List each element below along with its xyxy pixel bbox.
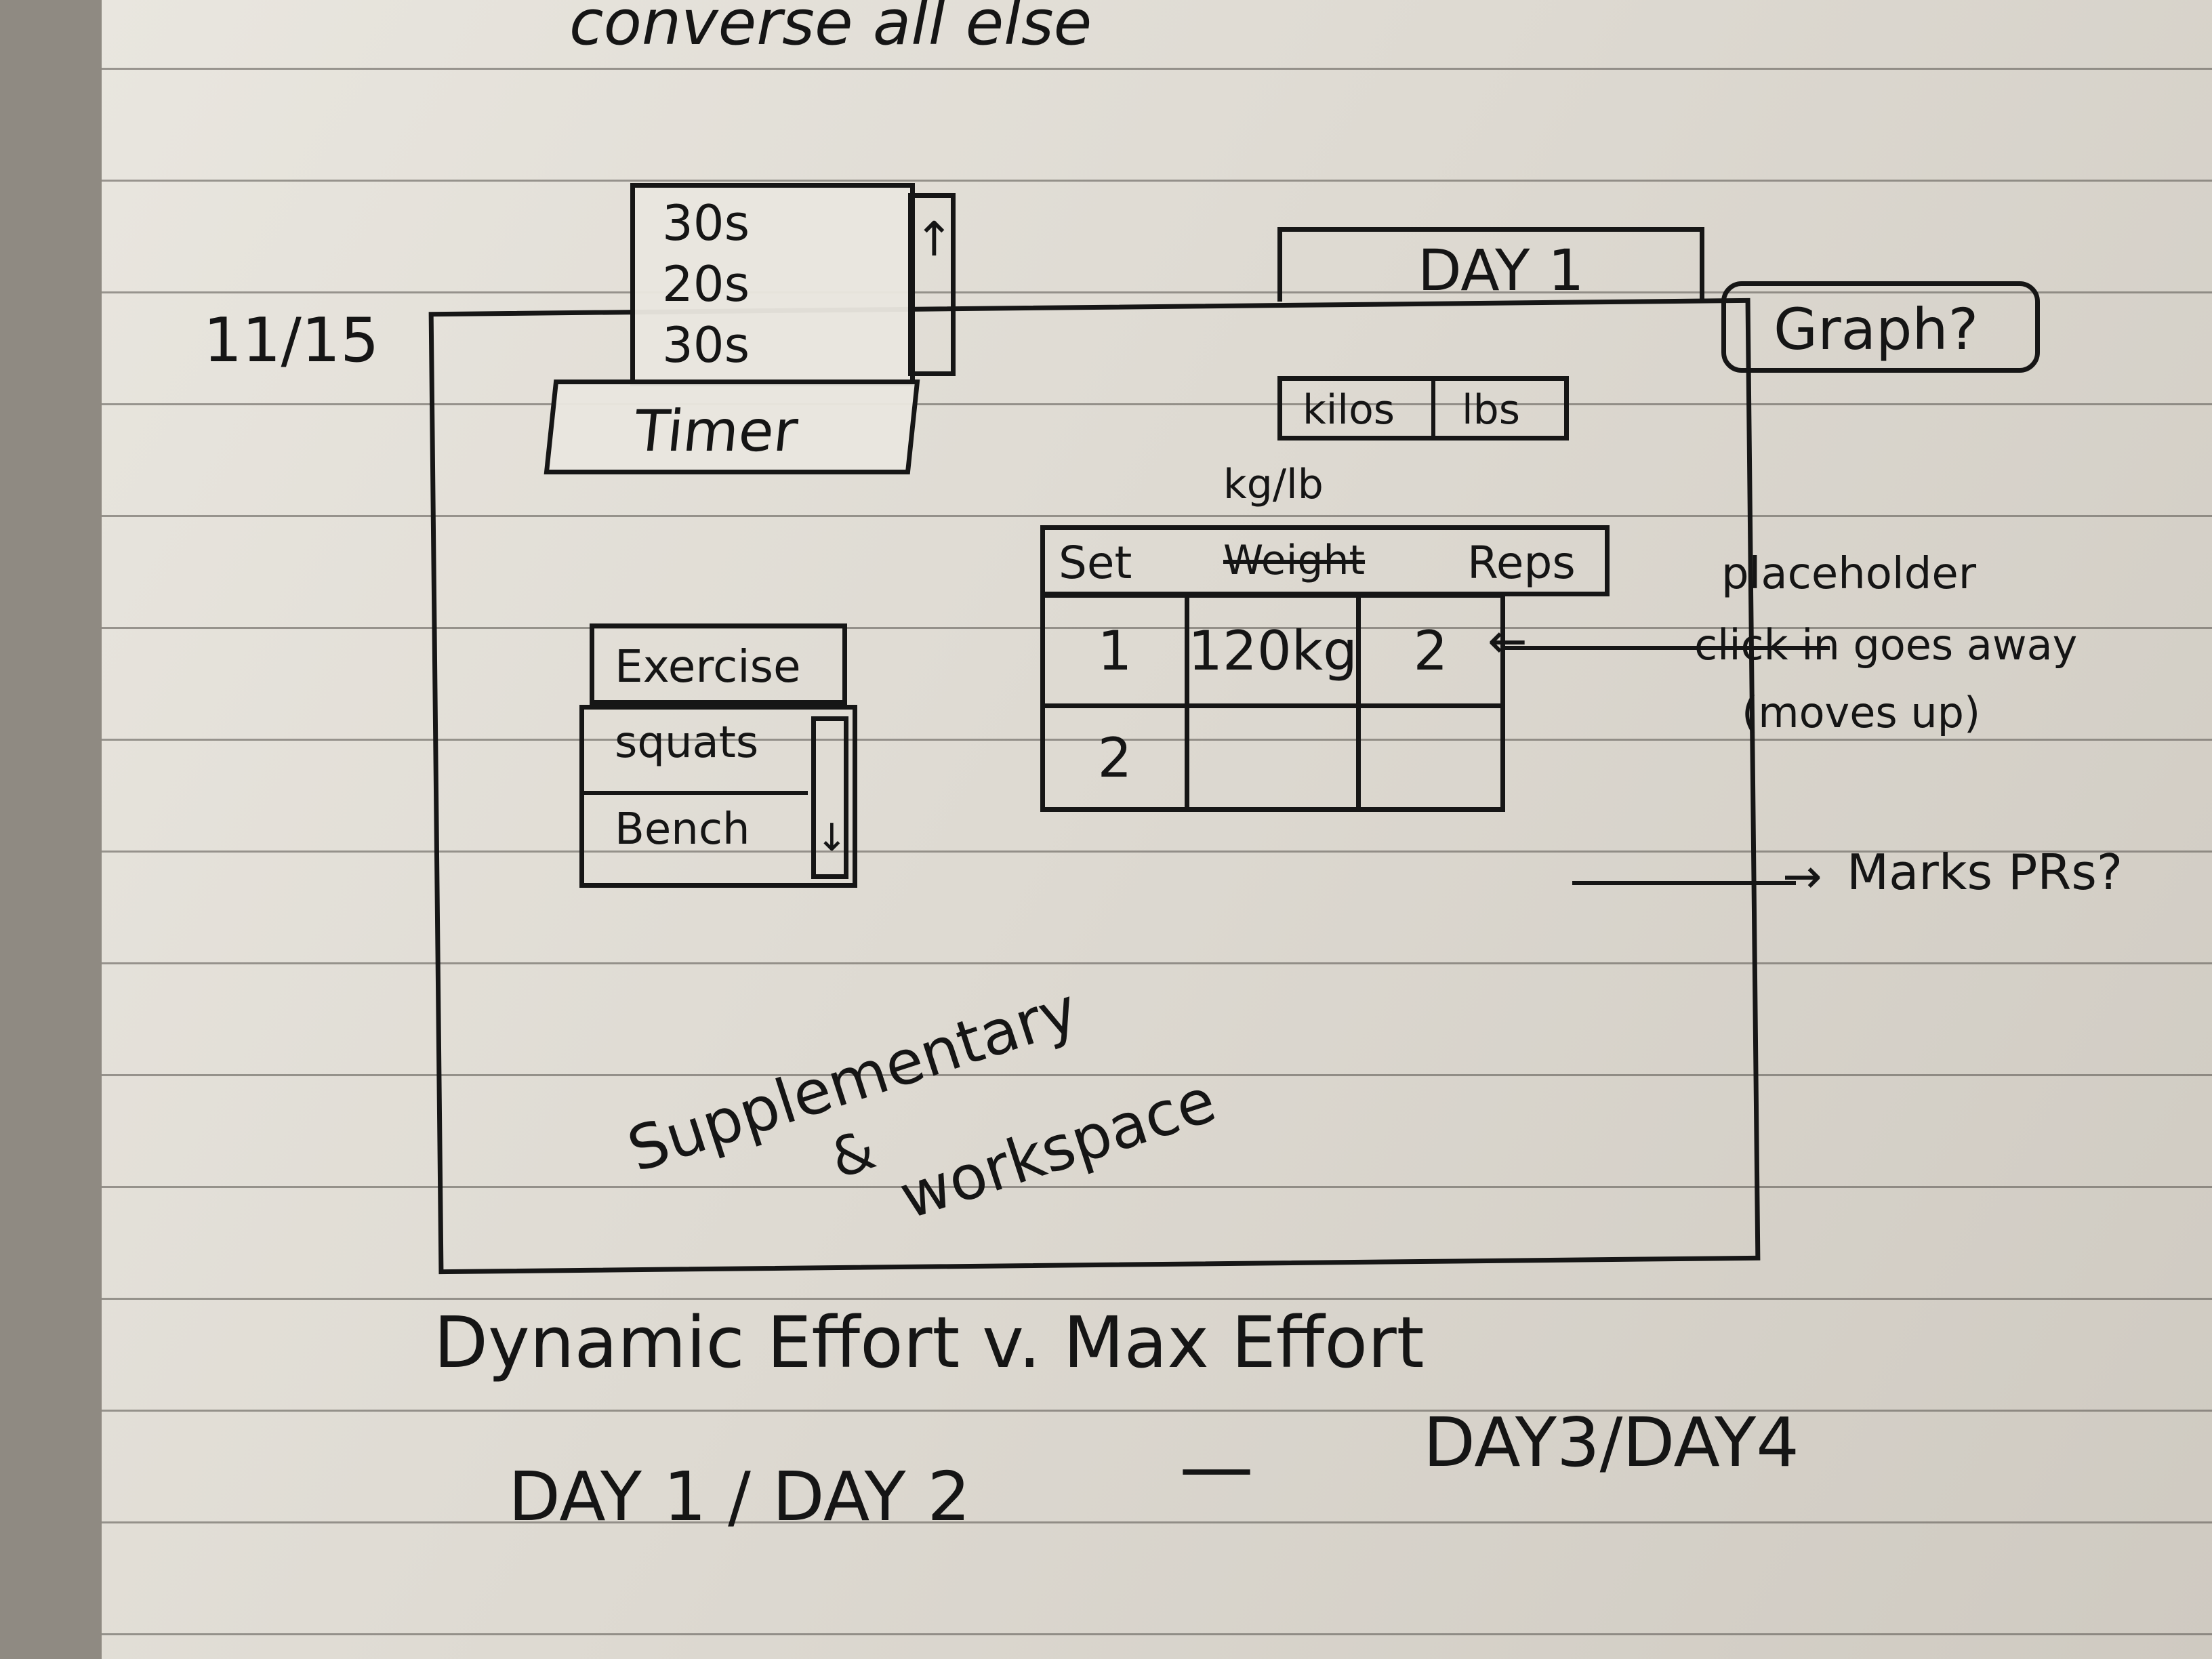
marks-prs-note: Marks PRs? [1847, 844, 2123, 901]
workspace-label: & [823, 1118, 883, 1191]
notebook-page: converse all else 11/15 30s 20s 30s ↑ Ti… [102, 0, 2212, 1659]
exercise-header[interactable]: Exercise [590, 623, 847, 705]
unit-kilos-option[interactable]: kilos [1303, 386, 1395, 434]
arrow-right-icon: → [1782, 848, 1822, 904]
header-set-label: Set [1059, 537, 1132, 589]
prs-arrow [1572, 881, 1796, 885]
table-header-set: Set [1040, 525, 1203, 596]
table-cell[interactable]: 1 [1040, 593, 1189, 708]
timer-option[interactable]: 30s [662, 194, 750, 251]
table-cell[interactable] [1185, 703, 1361, 812]
bottom-dash: — [1179, 1423, 1254, 1510]
graph-button-label: Graph? [1774, 296, 1979, 363]
top-note: converse all else [569, 0, 1092, 59]
exercise-item[interactable]: squats [615, 718, 759, 768]
header-reps-label: Reps [1467, 537, 1576, 589]
timer-option[interactable]: 20s [662, 255, 750, 312]
exercise-header-label: Exercise [615, 640, 801, 693]
table-cell[interactable]: 2 [1040, 703, 1189, 812]
unit-lbs-option[interactable]: lbs [1462, 386, 1521, 434]
table-cell[interactable]: 2 [1356, 593, 1505, 708]
placeholder-note: placeholder [1721, 549, 1976, 599]
timer-label: Timer [631, 398, 801, 464]
bottom-day-34: DAY3/DAY4 [1423, 1403, 1799, 1482]
sets-table: Set Weight Reps 1 120kg 2 2 [1040, 525, 1610, 817]
exercise-item[interactable]: Bench [615, 804, 750, 855]
timer-option[interactable]: 30s [662, 316, 750, 373]
table-cell[interactable] [1356, 703, 1505, 812]
unit-note: kg/lb [1223, 461, 1324, 508]
day-tab-label: DAY 1 [1418, 237, 1584, 304]
exercise-scrollbar[interactable]: ↓ [811, 716, 848, 879]
table-header-weight: Weight Reps [1203, 525, 1610, 596]
scroll-arrow-down-icon: ↓ [816, 816, 848, 860]
timer-button[interactable]: Timer [544, 380, 920, 474]
placeholder-arrow [1504, 646, 1830, 650]
arrow-left-icon: ← [1488, 613, 1528, 669]
exercise-list[interactable]: squats Bench ↓ [579, 705, 857, 888]
timer-scrollbar[interactable]: ↑ [908, 193, 956, 376]
graph-button[interactable]: Graph? [1721, 281, 2040, 373]
placeholder-note: (moves up) [1742, 688, 1981, 737]
table-cell[interactable]: 120kg [1185, 593, 1361, 708]
placeholder-note: click in goes away [1694, 620, 2078, 670]
bottom-note: Dynamic Effort v. Max Effort [434, 1301, 1425, 1384]
bottom-day-12: DAY 1 / DAY 2 [508, 1457, 971, 1536]
header-weight-label: Weight [1223, 537, 1366, 584]
unit-toggle[interactable]: kilos lbs [1277, 376, 1569, 441]
timer-dropdown-list[interactable]: 30s 20s 30s [630, 183, 915, 386]
date-label: 11/15 [203, 305, 380, 376]
scroll-arrow-up-icon: ↑ [914, 211, 954, 267]
day-tab[interactable]: DAY 1 [1277, 227, 1704, 304]
